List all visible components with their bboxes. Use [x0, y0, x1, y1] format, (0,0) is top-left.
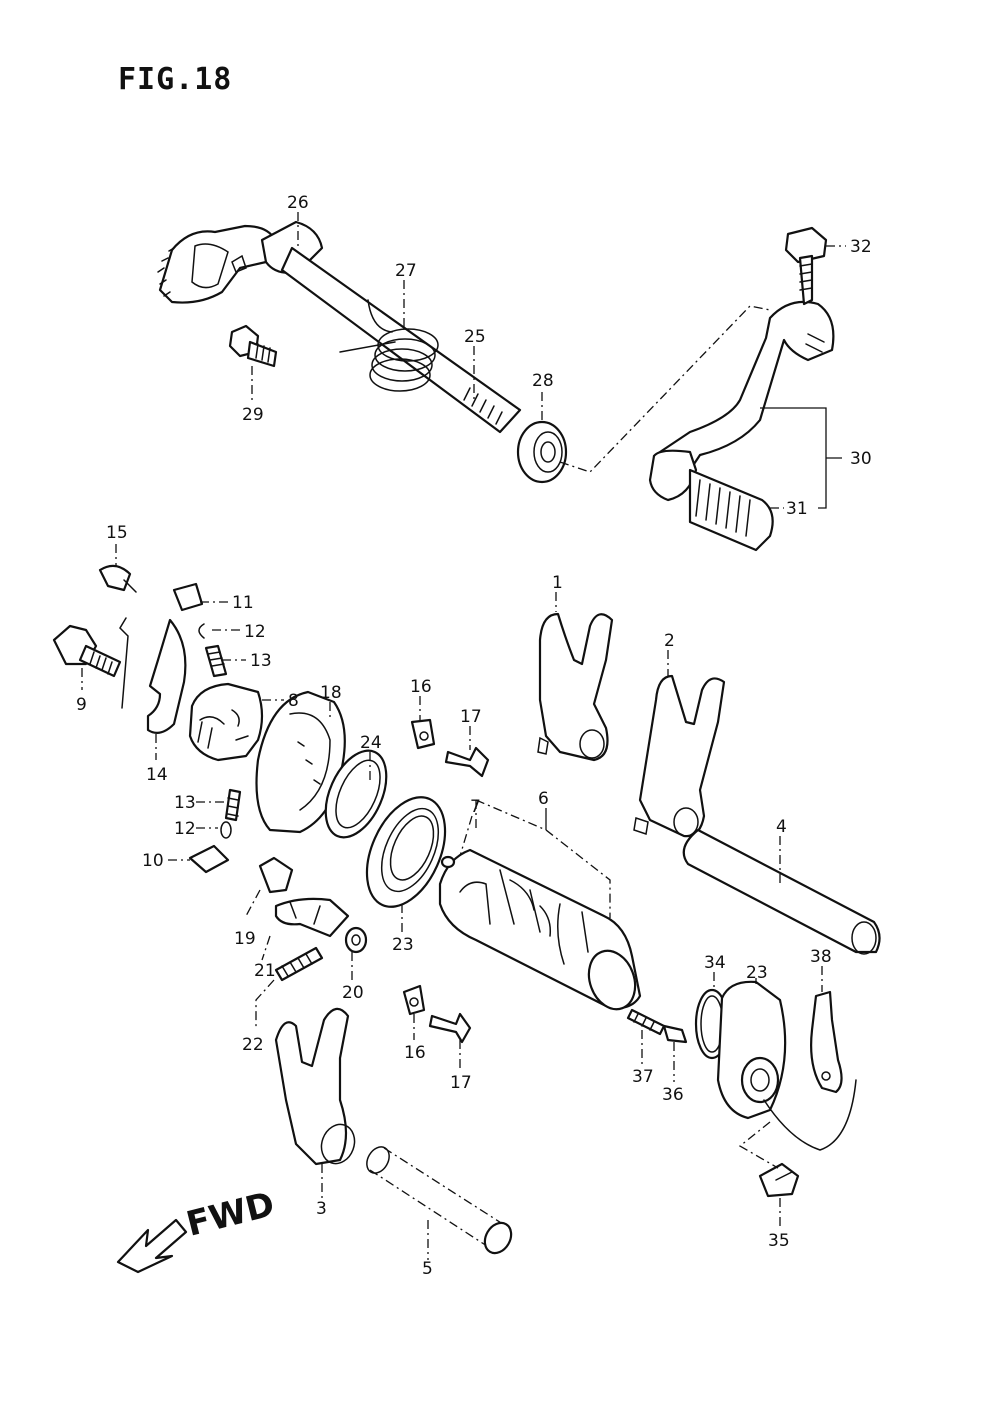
callout-7: 7: [470, 797, 481, 817]
spring-13-upper: [204, 644, 228, 678]
callout-24: 24: [360, 733, 382, 753]
callout-14: 14: [146, 765, 168, 785]
forward-direction-label: FWD: [183, 1184, 279, 1244]
gearshift-shaft-26: [157, 220, 522, 434]
callout-36: 36: [662, 1085, 684, 1105]
plate-16-lower: [402, 984, 426, 1016]
bolt-32: [784, 226, 828, 306]
callout-21: 21: [254, 961, 276, 981]
callout-35: 35: [768, 1231, 790, 1251]
callout-9: 9: [76, 695, 87, 715]
callout-22: 22: [242, 1035, 264, 1055]
bracket-6: [475, 799, 611, 918]
shift-fork-1: [537, 612, 614, 762]
shift-fork-3: [274, 1007, 356, 1166]
bolt-9: [52, 624, 122, 678]
callout-32: 32: [850, 237, 872, 257]
callout-13-upper: 13: [250, 651, 272, 671]
callout-3: 3: [316, 1199, 327, 1219]
spring-37: [626, 1008, 666, 1036]
screw-17-lower: [428, 1012, 472, 1044]
assembly-line-seal-to-lever: [559, 305, 771, 473]
callout-5: 5: [422, 1259, 433, 1279]
callout-31: 31: [786, 499, 808, 519]
contact-36: [662, 1024, 688, 1044]
callout-12-upper: 12: [244, 622, 266, 642]
screw-35: [758, 1162, 800, 1198]
gear-position-switch-33: [716, 980, 857, 1151]
callout-15: 15: [106, 523, 128, 543]
callout-16-lower: 16: [404, 1043, 426, 1063]
callout-25: 25: [464, 327, 486, 347]
callout-28: 28: [532, 371, 554, 391]
callout-27: 27: [395, 261, 417, 281]
cam-plate-8: [188, 682, 264, 762]
oil-seal-28: [516, 420, 568, 484]
shift-fork-2: [633, 674, 726, 838]
leader-7: [459, 815, 473, 857]
bolt-29: [228, 324, 278, 368]
pin-10: [188, 844, 230, 874]
ring-12-lower: [220, 821, 232, 839]
stopper-arm-14: [119, 617, 187, 735]
gearshift-cam-6: [438, 848, 642, 1011]
washer-20: [344, 926, 368, 954]
fork-shaft-5: [366, 1146, 513, 1255]
callout-19: 19: [234, 929, 256, 949]
callout-4: 4: [776, 817, 787, 837]
spring-21: [274, 946, 324, 982]
callout-1: 1: [552, 573, 563, 593]
callout-20: 20: [342, 983, 364, 1003]
screw-17-upper: [444, 746, 490, 778]
bracket-30: [760, 407, 842, 509]
washer-24: [324, 749, 388, 839]
leader-22: [255, 979, 275, 1030]
callout-34: 34: [704, 953, 726, 973]
bearing-23: [365, 796, 447, 908]
callout-18: 18: [320, 683, 342, 703]
return-spring-27: [339, 299, 439, 392]
callout-17-lower: 17: [450, 1073, 472, 1093]
spring-13-lower: [224, 788, 242, 822]
callout-11: 11: [232, 593, 254, 613]
callout-23-lower: 23: [392, 935, 414, 955]
callout-16-upper: 16: [410, 677, 432, 697]
forward-arrow-icon: [116, 1218, 188, 1274]
plate-16-upper: [410, 718, 436, 750]
callout-8: 8: [288, 691, 299, 711]
callout-10: 10: [142, 851, 164, 871]
callout-37: 37: [632, 1067, 654, 1087]
pin-7: [440, 855, 456, 869]
fork-shaft-4: [682, 828, 881, 955]
clamp-38: [810, 990, 843, 1094]
callout-2: 2: [664, 631, 675, 651]
assembly-line-switch-to-screw: [738, 1121, 779, 1169]
ring-12-upper: [198, 623, 205, 639]
callout-13-lower: 13: [174, 793, 196, 813]
callout-29: 29: [242, 405, 264, 425]
callout-23-upper: 23: [746, 963, 768, 983]
figure-title: FIG.18: [118, 62, 233, 97]
screw-15: [98, 564, 137, 593]
callout-26: 26: [287, 193, 309, 213]
callout-30: 30: [850, 449, 872, 469]
callout-6: 6: [538, 789, 549, 809]
callout-38: 38: [810, 947, 832, 967]
leader-19: [245, 889, 261, 917]
footrest-rubber-31: [688, 468, 774, 552]
pin-11: [172, 582, 204, 612]
callout-12-lower: 12: [174, 819, 196, 839]
gearshift-arm-19-21: [258, 856, 350, 938]
leader-21: [261, 935, 271, 961]
gearshift-lever-30: [648, 300, 835, 502]
callout-17-upper: 17: [460, 707, 482, 727]
